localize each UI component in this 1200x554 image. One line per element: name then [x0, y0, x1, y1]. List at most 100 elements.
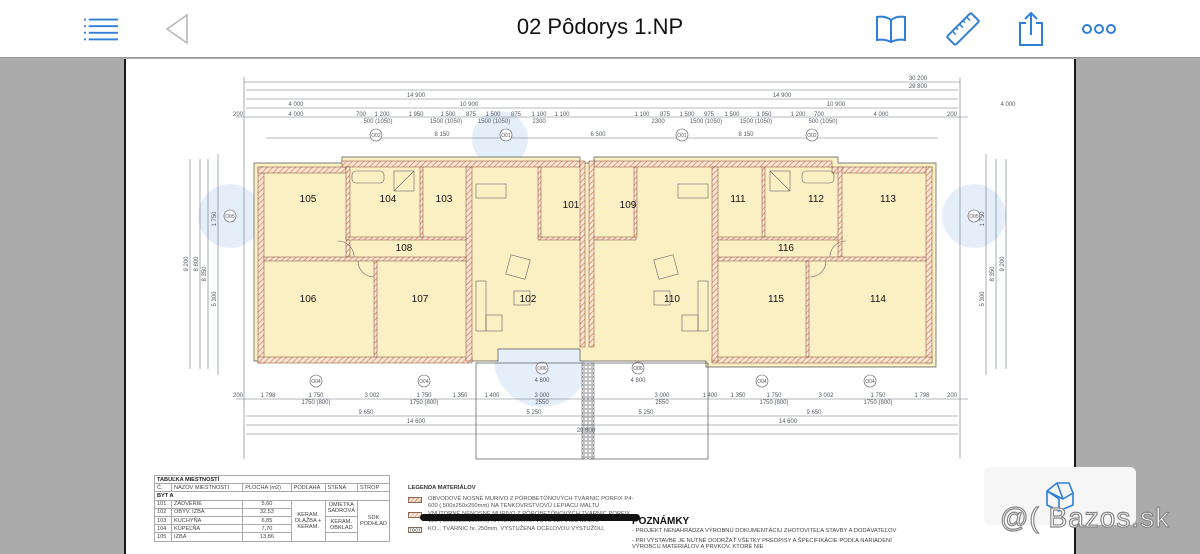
svg-text:1 750: 1 750	[870, 393, 886, 399]
watermark: @( Bazos.sk	[999, 501, 1171, 533]
share-icon[interactable]	[1014, 11, 1048, 46]
room-110: 110	[664, 294, 680, 305]
ruler-pencil-icon[interactable]	[946, 12, 980, 46]
svg-text:1750 (800): 1750 (800)	[409, 400, 438, 406]
svg-text:2550: 2550	[535, 400, 549, 406]
svg-text:5 250: 5 250	[638, 410, 654, 416]
svg-text:9 650: 9 650	[806, 410, 822, 416]
pdf-viewer-toolbar: 02 Pôdorys 1.NP	[0, 0, 1200, 58]
svg-text:1 798: 1 798	[914, 393, 930, 399]
svg-text:1 200: 1 200	[790, 112, 806, 118]
reinforced-wall-swatch	[408, 527, 422, 533]
svg-text:1750 (800): 1750 (800)	[863, 400, 892, 406]
svg-text:700: 700	[814, 112, 825, 118]
svg-text:4 800: 4 800	[630, 378, 646, 384]
room-103: 103	[436, 194, 453, 205]
exterior-wall-swatch	[408, 497, 422, 503]
svg-text:O04: O04	[757, 379, 767, 385]
back-chevron-icon[interactable]	[160, 12, 194, 46]
room-115: 115	[768, 294, 784, 305]
svg-text:1 350: 1 350	[452, 393, 468, 399]
svg-text:1 750: 1 750	[212, 211, 218, 227]
svg-text:700: 700	[356, 112, 367, 118]
svg-text:O01: O01	[501, 133, 511, 139]
pdf-page: 30 200 29 800 14 900 14 900 4 000 10 900…	[124, 59, 1076, 554]
svg-text:1 100: 1 100	[634, 112, 650, 118]
more-icon[interactable]	[1082, 12, 1116, 46]
svg-text:1 798: 1 798	[260, 393, 276, 399]
svg-text:3 002: 3 002	[818, 393, 834, 399]
svg-text:1 100: 1 100	[554, 112, 570, 118]
room-111: 111	[730, 194, 746, 205]
house-3d-icon	[1046, 482, 1074, 512]
svg-text:1 400: 1 400	[702, 393, 718, 399]
svg-text:O04: O04	[419, 379, 429, 385]
svg-text:O05: O05	[969, 214, 979, 220]
floor-plan-drawing: 30 200 29 800 14 900 14 900 4 000 10 900…	[184, 76, 1016, 460]
document-canvas[interactable]: 30 200 29 800 14 900 14 900 4 000 10 900…	[0, 59, 1200, 554]
svg-text:14 900: 14 900	[407, 93, 426, 99]
svg-text:1500 (1050): 1500 (1050)	[478, 119, 510, 125]
svg-text:1 200: 1 200	[374, 112, 390, 118]
room-101: 101	[563, 200, 580, 211]
notes-section: POZNÁMKY - PROJEKT NENAHRÁDZA VÝROBNÚ DO…	[632, 516, 897, 550]
ar-view-button[interactable]	[984, 467, 1136, 525]
book-icon[interactable]	[874, 12, 908, 46]
svg-text:3 000: 3 000	[534, 393, 550, 399]
svg-text:1 350: 1 350	[730, 393, 746, 399]
svg-text:1 950: 1 950	[408, 112, 424, 118]
svg-text:4 000: 4 000	[288, 102, 304, 108]
svg-text:4 000: 4 000	[288, 112, 304, 118]
svg-text:O05: O05	[225, 214, 235, 220]
svg-text:1 750: 1 750	[308, 393, 324, 399]
list-icon[interactable]	[84, 12, 118, 46]
svg-text:8 150: 8 150	[738, 132, 754, 138]
svg-text:875: 875	[511, 112, 522, 118]
svg-text:500 (1050): 500 (1050)	[808, 119, 837, 125]
room-108: 108	[396, 243, 413, 254]
svg-text:5 300: 5 300	[980, 291, 986, 307]
svg-text:1 750: 1 750	[980, 211, 986, 227]
svg-text:3 000: 3 000	[654, 393, 670, 399]
svg-text:5 300: 5 300	[212, 291, 218, 307]
svg-text:875: 875	[660, 112, 671, 118]
svg-text:1500 (1050): 1500 (1050)	[740, 119, 772, 125]
room-112: 112	[808, 194, 824, 205]
dim-overall-inner: 29 800	[909, 84, 928, 90]
svg-text:1 950: 1 950	[756, 112, 772, 118]
svg-text:O02: O02	[371, 133, 381, 139]
room-114: 114	[870, 294, 886, 305]
svg-text:975: 975	[704, 112, 715, 118]
svg-text:1500 (1050): 1500 (1050)	[690, 119, 722, 125]
redaction-bar	[420, 514, 640, 521]
document-title: 02 Pôdorys 1.NP	[516, 14, 684, 39]
room-113: 113	[880, 194, 896, 205]
room-104: 104	[380, 194, 397, 205]
svg-text:O01: O01	[677, 133, 687, 139]
svg-text:4 800: 4 800	[534, 378, 550, 384]
svg-text:1 500: 1 500	[440, 112, 456, 118]
svg-text:1750 (800): 1750 (800)	[301, 400, 330, 406]
svg-text:8 350: 8 350	[202, 266, 208, 282]
svg-text:875: 875	[466, 112, 477, 118]
room-116: 116	[778, 243, 794, 254]
svg-text:500 (1050): 500 (1050)	[363, 119, 392, 125]
svg-text:4 000: 4 000	[1000, 102, 1016, 108]
svg-text:14 600: 14 600	[779, 419, 798, 425]
svg-text:1 500: 1 500	[485, 112, 501, 118]
svg-text:14 600: 14 600	[407, 419, 426, 425]
svg-text:8 150: 8 150	[434, 132, 450, 138]
svg-text:9 200: 9 200	[1000, 256, 1006, 272]
svg-text:5 250: 5 250	[526, 410, 542, 416]
room-106: 106	[300, 294, 317, 305]
svg-text:1 100: 1 100	[531, 112, 547, 118]
svg-text:6 500: 6 500	[590, 132, 606, 138]
svg-text:O04: O04	[311, 379, 321, 385]
svg-text:O06: O06	[537, 366, 547, 372]
svg-text:8 350: 8 350	[990, 266, 996, 282]
svg-text:1 500: 1 500	[724, 112, 740, 118]
svg-text:1 750: 1 750	[766, 393, 782, 399]
svg-text:200: 200	[947, 393, 958, 399]
svg-text:10 900: 10 900	[460, 102, 479, 108]
